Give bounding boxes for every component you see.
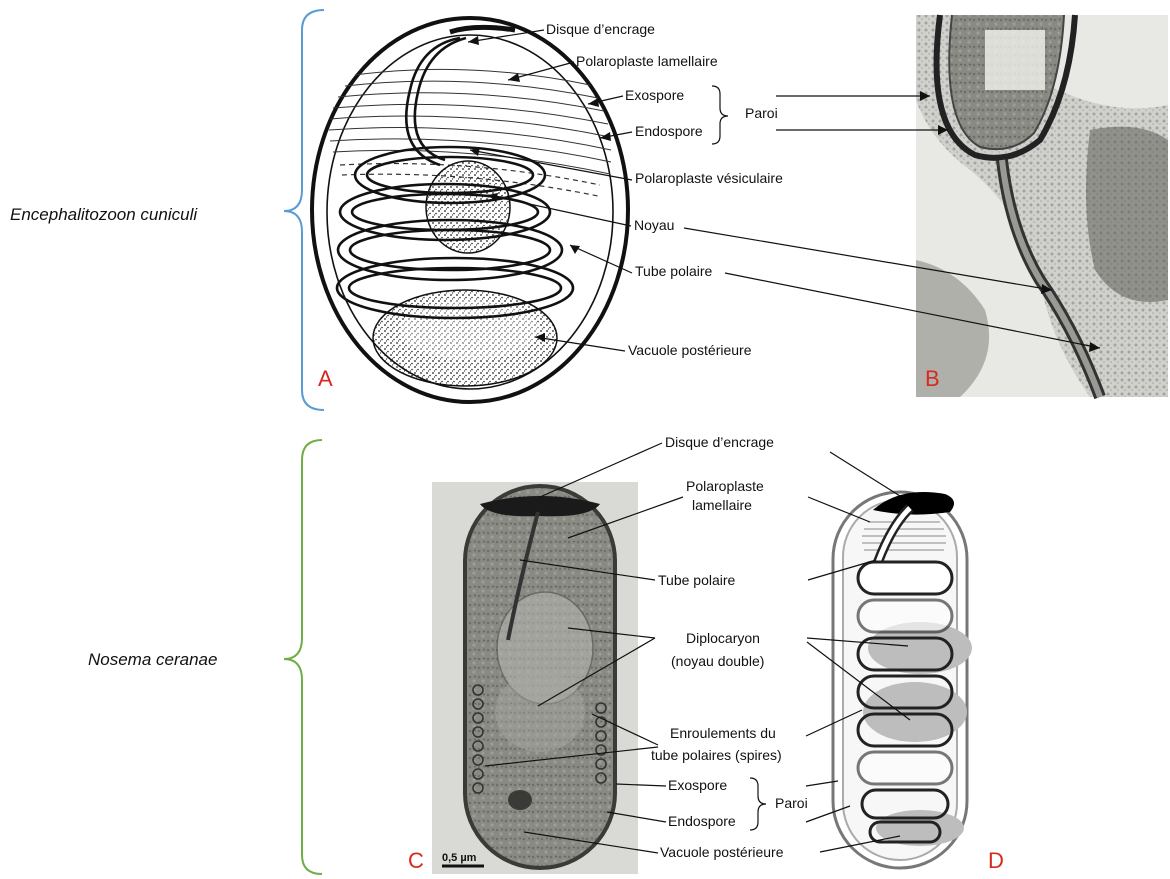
label-disque-encrage-bottom: Disque d’encrage — [665, 434, 774, 450]
species-name-bottom: Nosema ceranae — [88, 650, 217, 669]
label-polaroplaste-bottom-2: lamellaire — [692, 497, 752, 513]
scale-bar-label: 0,5 µm — [442, 852, 477, 864]
paroi-brace-top — [712, 86, 728, 144]
label-tube-polaire-top: Tube polaire — [635, 263, 713, 279]
label-exospore-top: Exospore — [625, 87, 684, 103]
label-paroi-bottom: Paroi — [775, 795, 808, 811]
panel-d-schematic — [833, 492, 972, 868]
species-name-top: Encephalitozoon cuniculi — [10, 205, 198, 224]
label-vacuole-posterieure-bottom: Vacuole postérieure — [660, 844, 784, 860]
paroi-brace-bottom — [750, 778, 766, 830]
label-vacuole-posterieure-top: Vacuole postérieure — [628, 342, 752, 358]
panel-letter-c: C — [408, 848, 424, 873]
label-tube-polaire-bottom: Tube polaire — [658, 572, 736, 588]
label-polaroplaste-bottom-1: Polaroplaste — [686, 478, 764, 494]
label-diplocaryon-2: (noyau double) — [671, 653, 764, 669]
label-enroulements-2: tube polaires (spires) — [651, 747, 782, 763]
label-endospore-bottom: Endospore — [668, 813, 736, 829]
brace-bottom — [284, 440, 322, 874]
label-exospore-bottom: Exospore — [668, 777, 727, 793]
panel-letter-b: B — [925, 366, 940, 391]
label-diplocaryon-1: Diplocaryon — [686, 630, 760, 646]
label-polaroplaste-lamellaire-top: Polaroplaste lamellaire — [576, 53, 718, 69]
label-endospore-top: Endospore — [635, 123, 703, 139]
label-disque-encrage-top: Disque d’encrage — [546, 21, 655, 37]
panel-letter-a: A — [318, 366, 333, 391]
panel-b-micrograph — [916, 15, 1168, 397]
panel-letter-d: D — [988, 848, 1004, 873]
label-noyau-top: Noyau — [634, 217, 674, 233]
label-paroi-top: Paroi — [745, 105, 778, 121]
label-enroulements-1: Enroulements du — [670, 725, 776, 741]
panel-c-micrograph — [432, 482, 638, 874]
label-polaroplaste-vesiculaire-top: Polaroplaste vésiculaire — [635, 170, 783, 186]
